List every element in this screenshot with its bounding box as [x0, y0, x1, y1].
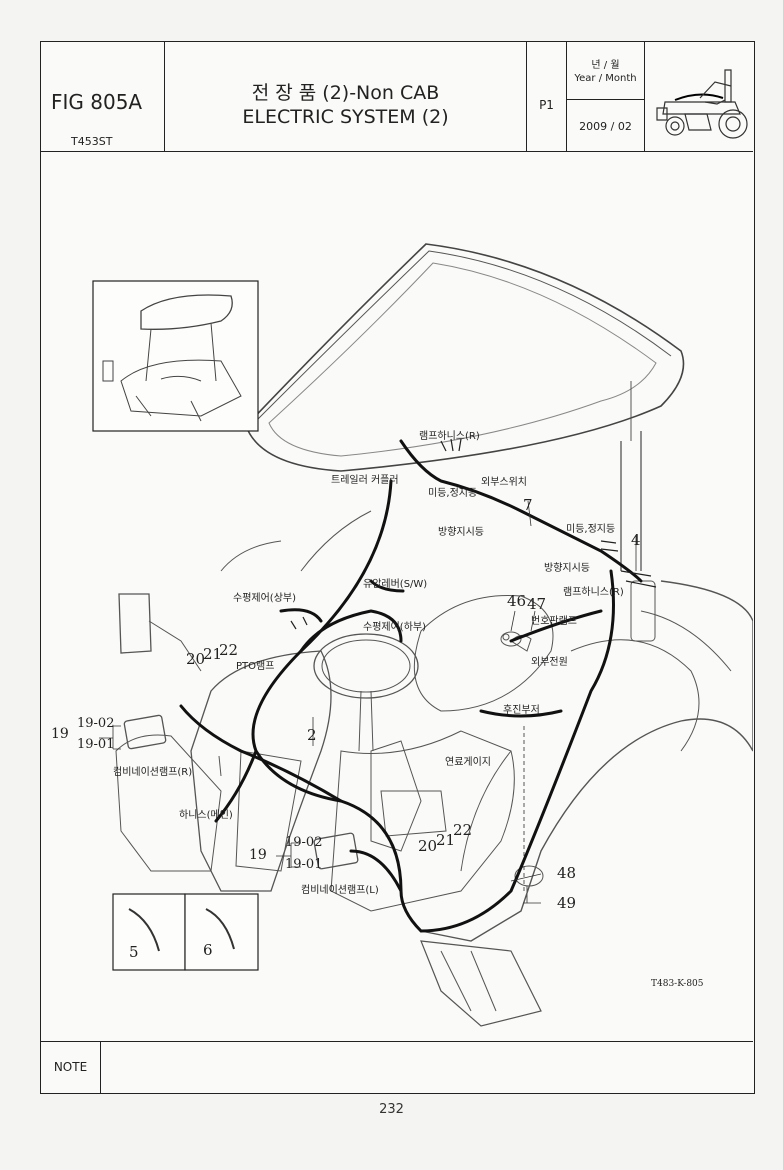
label-rear-buzzer: 후진부저 [503, 705, 540, 716]
note-row: NOTE [41, 1041, 753, 1093]
label-main-harness: 하니스(메인) [179, 810, 233, 821]
figure-number: FIG 805A [51, 90, 143, 114]
label-tail-stop-lamp-2: 미등,정지등 [566, 524, 616, 535]
page-frame: FIG 805A T453ST 전 장 품 (2)-Non CAB ELECTR… [40, 41, 755, 1094]
label-lamp-harness-r-top: 램프하니스(R) [419, 431, 480, 442]
page-number: 232 [379, 1102, 404, 1117]
label-combo-lamp-r: 컴비네이션램프(R) [113, 767, 193, 778]
note-label: NOTE [41, 1042, 101, 1093]
label-plate-lamp: 번호판램프 [531, 616, 577, 627]
callout-6: 6 [203, 941, 213, 959]
tractor-wiring-illustration [92, 243, 753, 1027]
callout-47: 47 [527, 595, 547, 613]
label-fuel-gauge: 연료게이지 [445, 757, 491, 768]
callout-22a: 22 [219, 641, 239, 659]
callout-48: 48 [557, 864, 577, 882]
callout-19-02b: 19-02 [285, 835, 323, 850]
callout-19a: 19 [51, 726, 69, 742]
callout-20b: 20 [418, 837, 438, 855]
title-english: ELECTRIC SYSTEM (2) [242, 106, 449, 128]
callout-46: 46 [507, 592, 527, 610]
title-cell: 전 장 품 (2)-Non CAB ELECTRIC SYSTEM (2) [165, 42, 527, 151]
label-combo-lamp-l: 컴비네이션램프(L) [301, 885, 379, 896]
callout-22b: 22 [453, 821, 473, 839]
label-turn-signal-1: 방향지시등 [438, 527, 484, 538]
tractor-thumbnail-icon [656, 69, 748, 139]
label-lamp-harness-r-side: 램프하니스(R) [563, 587, 624, 598]
thumbnail-cell [645, 42, 753, 151]
page-cell: P1 [527, 42, 567, 151]
label-ext-power: 외부전원 [531, 657, 568, 668]
label-tail-stop-lamp-1: 미등,정지등 [428, 488, 478, 499]
issue-date: 2009 / 02 [579, 120, 632, 133]
label-level-upper: 수평제어(상부) [233, 593, 297, 604]
callout-19-01b: 19-01 [285, 857, 323, 872]
date-cell: 년 / 월 Year / Month 2009 / 02 [567, 42, 645, 151]
callout-19-01a: 19-01 [77, 737, 115, 752]
label-pto-lamp: PTO램프 [236, 661, 275, 672]
title-korean: 전 장 품 (2)-Non CAB [251, 82, 440, 104]
callout-4: 4 [631, 531, 641, 549]
exploded-diagram: 램프하니스(R) 트레일러 커플러 외부스위치 미등,정지등 방향지시등 미등,… [41, 151, 753, 1041]
callout-7: 7 [523, 496, 533, 514]
label-turn-signal-2: 방향지시등 [544, 563, 590, 574]
label-outer-switch: 외부스위치 [481, 477, 527, 488]
year-month-korean: 년 / 월 [591, 60, 620, 71]
fig-cell: FIG 805A T453ST [41, 42, 165, 151]
inset-part-6-box [184, 893, 259, 971]
sheet-page: P1 [539, 98, 554, 112]
callout-5: 5 [129, 943, 139, 961]
drawing-code: T483-K-805 [651, 979, 704, 989]
callout-21b: 21 [436, 831, 456, 849]
callout-19-02a: 19-02 [77, 716, 115, 731]
label-trailer-coupler: 트레일러 커플러 [331, 475, 399, 486]
inset-part-5-box [112, 893, 186, 971]
callout-49: 49 [557, 894, 577, 912]
year-month-english: Year / Month [574, 73, 637, 84]
model-number: T453ST [71, 135, 113, 148]
label-hyd-lever: 유압레버(S/W) [363, 579, 428, 590]
callout-20a: 20 [186, 650, 206, 668]
inset-box [92, 280, 259, 432]
title-block: FIG 805A T453ST 전 장 품 (2)-Non CAB ELECTR… [41, 42, 753, 152]
label-level-lower: 수평제어(하부) [363, 622, 427, 633]
callout-21a: 21 [203, 645, 223, 663]
callout-19b: 19 [249, 847, 267, 863]
callout-2: 2 [307, 726, 317, 744]
